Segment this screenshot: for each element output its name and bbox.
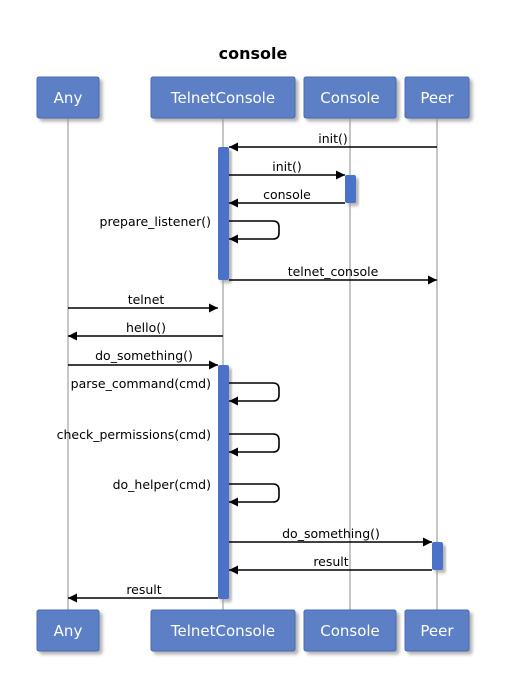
activation-telnetconsole-2 [218,365,229,599]
message-label-init-console: init() [272,159,302,174]
actor-peer-bottom: Peer [404,609,470,652]
actor-telnetconsole-bottom: TelnetConsole [150,609,296,652]
actor-console-top: Console [303,76,397,119]
diagram-title: console [219,44,288,63]
message-arrow-parse-command [229,382,280,406]
message-arrow-prepare-listener [229,220,280,244]
message-label-prepare-listener: prepare_listener() [100,214,211,229]
activation-telnetconsole-1 [218,147,229,280]
activation-peer-1 [432,542,443,570]
actor-label: Peer [420,622,454,640]
actor-any-bottom: Any [36,609,100,652]
actor-label: Any [54,622,83,640]
actor-telnetconsole-top: TelnetConsole [150,76,296,119]
actor-console-bottom: Console [303,609,397,652]
actor-label: TelnetConsole [170,622,275,640]
message-label-parse-command: parse_command(cmd) [71,376,211,391]
messages: init() init() console prepare_listener()… [57,131,437,603]
actor-label: Console [320,89,380,107]
activation-console-1 [345,175,356,203]
actor-label: Peer [420,89,454,107]
actor-peer-top: Peer [404,76,470,119]
actor-heads-bottom: Any TelnetConsole Console Peer [36,609,470,652]
message-label-telnet: telnet [128,292,165,307]
message-label-do-something-any: do_something() [95,348,193,363]
message-label-hello: hello() [126,320,166,335]
message-label-result-any: result [126,582,161,597]
message-label-console-return: console [263,187,311,202]
message-label-do-something-peer: do_something() [282,526,380,541]
message-arrow-check-permissions [229,433,280,457]
lifelines [67,118,438,610]
actor-label: Any [54,89,83,107]
actor-label: TelnetConsole [170,89,275,107]
actor-heads-top: Any TelnetConsole Console Peer [36,76,470,119]
message-label-result-peer: result [313,554,348,569]
activation-bars [218,147,443,599]
message-label-telnet-console: telnet_console [288,264,379,279]
message-label-do-helper: do_helper(cmd) [113,477,211,492]
message-arrow-do-helper [229,483,280,507]
actor-any-top: Any [36,76,100,119]
message-label-init-peer: init() [318,131,348,146]
actor-label: Console [320,622,380,640]
message-label-check-permissions: check_permissions(cmd) [57,427,211,442]
